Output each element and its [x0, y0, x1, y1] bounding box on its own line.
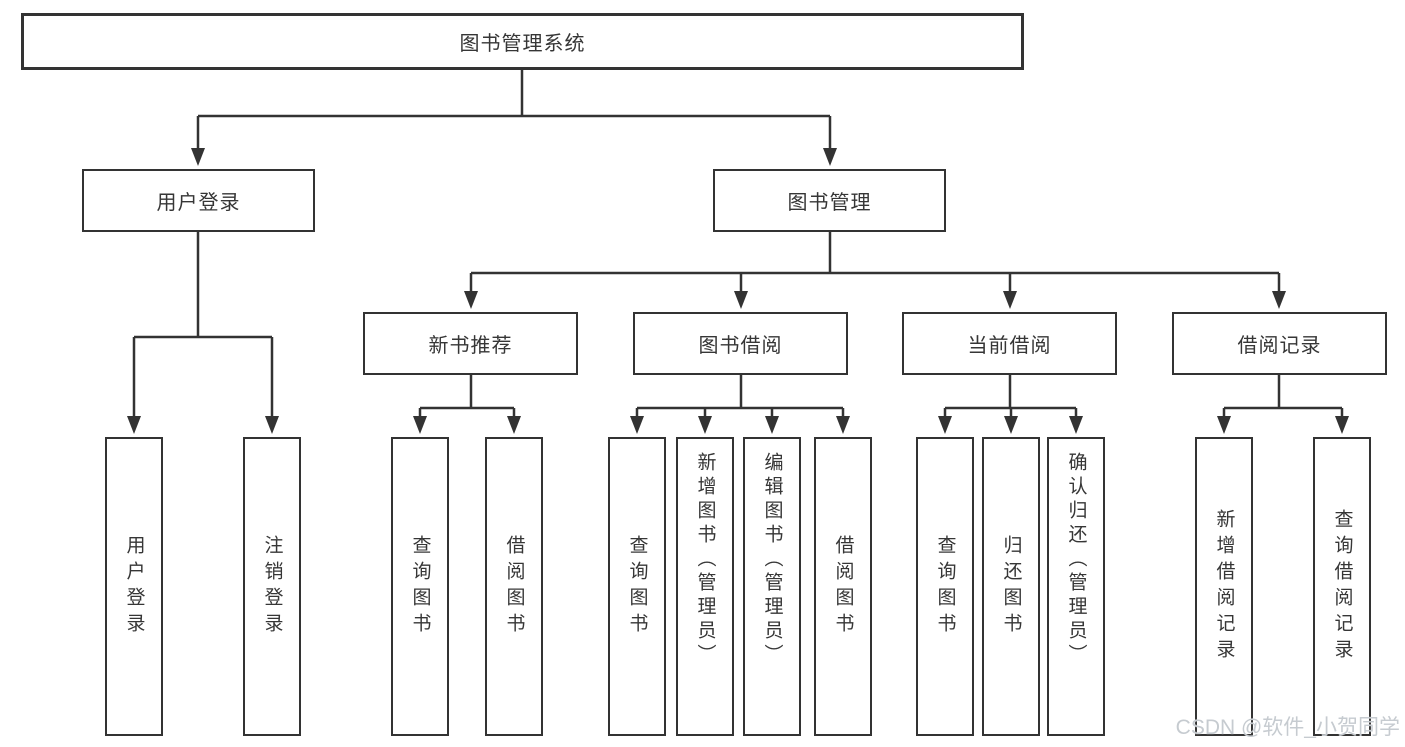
leaf-add-book-admin: 新增图书（管理员）	[676, 437, 734, 736]
leaf-logout-label: 注销登录	[261, 534, 283, 639]
leaf-borrow-books-2: 借阅图书	[814, 437, 872, 736]
node-borrowing-records-label: 借阅记录	[1237, 335, 1322, 357]
node-library-system-label: 图书管理系统	[459, 33, 586, 55]
node-book-borrowing-label: 图书借阅	[698, 335, 783, 357]
leaf-add-book-admin-label: 新增图书（管理员）	[694, 452, 716, 668]
leaf-query-books-3-label: 查询图书	[934, 534, 956, 639]
node-borrowing-records: 借阅记录	[1172, 312, 1387, 375]
leaf-return-books: 归还图书	[982, 437, 1040, 736]
leaf-edit-book-admin: 编辑图书（管理员）	[743, 437, 801, 736]
leaf-add-borrow-record: 新增借阅记录	[1195, 437, 1253, 736]
node-user-login: 用户登录	[82, 169, 315, 232]
leaf-confirm-return-admin-label: 确认归还（管理员）	[1065, 452, 1087, 668]
leaf-confirm-return-admin: 确认归还（管理员）	[1047, 437, 1105, 736]
leaf-query-borrow-record-label: 查询借阅记录	[1331, 508, 1353, 665]
leaf-query-books-1: 查询图书	[391, 437, 449, 736]
leaf-query-books-2: 查询图书	[608, 437, 666, 736]
leaf-add-borrow-record-label: 新增借阅记录	[1213, 508, 1235, 665]
node-current-borrowing-label: 当前借阅	[967, 335, 1052, 357]
leaf-logout: 注销登录	[243, 437, 301, 736]
arrowheads	[127, 148, 1349, 434]
csdn-watermark: CSDN @软件_小贺同学	[1175, 716, 1400, 739]
leaf-query-books-3: 查询图书	[916, 437, 974, 736]
leaf-return-books-label: 归还图书	[1000, 534, 1022, 639]
leaf-borrow-books-1: 借阅图书	[485, 437, 543, 736]
leaf-edit-book-admin-label: 编辑图书（管理员）	[761, 452, 783, 668]
leaf-borrow-books-1-label: 借阅图书	[503, 534, 525, 639]
node-library-system: 图书管理系统	[21, 13, 1024, 70]
node-new-book-recommend-label: 新书推荐	[428, 335, 513, 357]
node-user-login-label: 用户登录	[156, 192, 241, 214]
leaf-query-books-1-label: 查询图书	[409, 534, 431, 639]
node-current-borrowing: 当前借阅	[902, 312, 1117, 375]
leaf-user-login-label: 用户登录	[123, 534, 145, 639]
node-new-book-recommend: 新书推荐	[363, 312, 578, 375]
leaf-query-books-2-label: 查询图书	[626, 534, 648, 639]
leaf-query-borrow-record: 查询借阅记录	[1313, 437, 1371, 736]
leaf-user-login: 用户登录	[105, 437, 163, 736]
node-book-borrowing: 图书借阅	[633, 312, 848, 375]
node-book-management: 图书管理	[713, 169, 946, 232]
leaf-borrow-books-2-label: 借阅图书	[832, 534, 854, 639]
node-book-management-label: 图书管理	[787, 192, 872, 214]
